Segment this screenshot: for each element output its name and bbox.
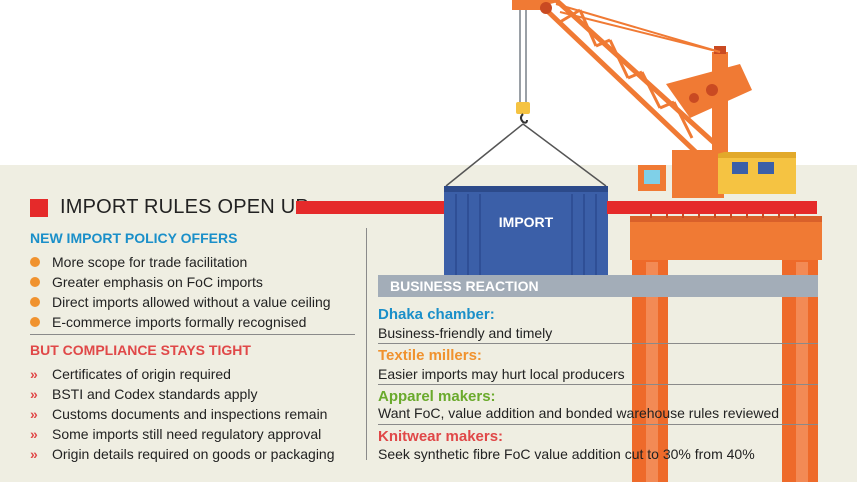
shipping-container — [444, 186, 608, 290]
reaction-divider — [378, 384, 818, 385]
reaction-text-textile: Easier imports may hurt local producers — [378, 366, 625, 382]
compliance-list: »Certificates of origin required »BSTI a… — [30, 364, 335, 464]
list-item: E-commerce imports formally recognised — [30, 312, 331, 332]
policy-heading: NEW IMPORT POLICY OFFERS — [30, 230, 238, 246]
list-item: »Customs documents and inspections remai… — [30, 406, 328, 422]
double-chevron-icon: » — [30, 426, 38, 442]
column-divider — [366, 228, 367, 460]
reaction-name-dhaka: Dhaka chamber: — [378, 306, 495, 323]
container-label: IMPORT — [498, 214, 554, 230]
double-chevron-icon: » — [30, 386, 38, 402]
reaction-text-dhaka: Business-friendly and timely — [378, 325, 553, 341]
list-item: More scope for trade facilitation — [30, 252, 331, 272]
reaction-name-textile: Textile millers: — [378, 347, 482, 364]
section-divider — [30, 334, 355, 335]
list-item: »Origin details required on goods or pac… — [30, 446, 335, 462]
page-title: IMPORT RULES OPEN UP — [60, 196, 309, 218]
list-item: »Some imports still need regulatory appr… — [30, 426, 322, 442]
reaction-name-apparel: Apparel makers: — [378, 388, 496, 405]
double-chevron-icon: » — [30, 366, 38, 382]
reaction-name-knitwear: Knitwear makers: — [378, 428, 504, 445]
double-chevron-icon: » — [30, 446, 38, 462]
title-marker — [30, 199, 48, 217]
reaction-text-apparel: Want FoC, value addition and bonded ware… — [378, 405, 780, 421]
reaction-text-knitwear: Seek synthetic fibre FoC value addition … — [378, 446, 755, 462]
list-item: Direct imports allowed without a value c… — [30, 292, 331, 312]
bullet-dot-icon — [30, 257, 40, 267]
crane-platform — [630, 216, 822, 260]
list-item: »Certificates of origin required — [30, 366, 231, 382]
reaction-divider — [378, 343, 818, 344]
business-reaction-bar — [378, 275, 818, 297]
list-item: Greater emphasis on FoC imports — [30, 272, 331, 292]
compliance-heading: BUT COMPLIANCE STAYS TIGHT — [30, 342, 251, 358]
title-rule — [296, 201, 444, 214]
business-reaction-heading: BUSINESS REACTION — [390, 278, 539, 294]
crane-cabin — [718, 152, 796, 194]
bullet-dot-icon — [30, 297, 40, 307]
reaction-divider — [378, 424, 818, 425]
bullet-dot-icon — [30, 317, 40, 327]
title-rule-right — [607, 201, 817, 214]
bullet-dot-icon — [30, 277, 40, 287]
double-chevron-icon: » — [30, 406, 38, 422]
list-item: »BSTI and Codex standards apply — [30, 386, 258, 402]
policy-list: More scope for trade facilitation Greate… — [30, 252, 331, 332]
